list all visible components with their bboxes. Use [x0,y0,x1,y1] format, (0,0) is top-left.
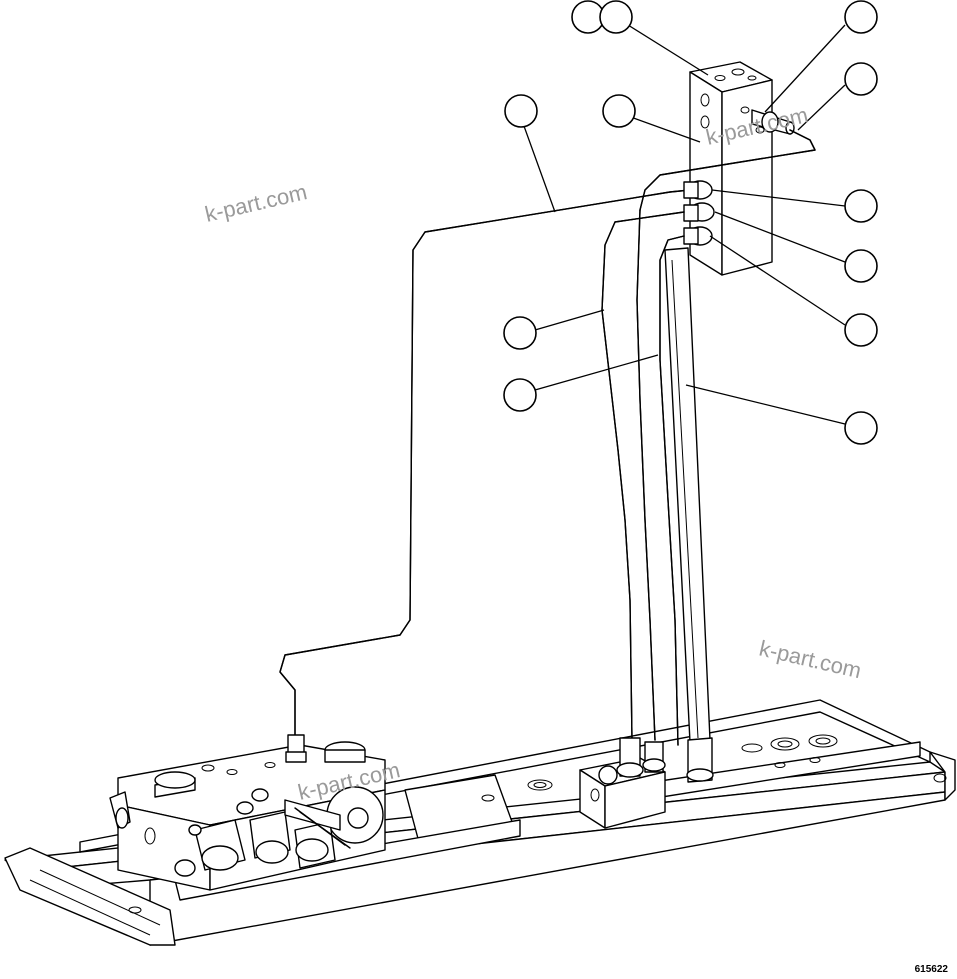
callout-3 [844,0,878,34]
lower-manifold-block [579,737,666,829]
vertical-hoses [601,209,714,783]
callout-12 [844,411,878,445]
callout-4 [844,62,878,96]
callout-11 [503,378,537,412]
watermark-text: k-part.com [203,179,310,227]
drawing-code: 615622 [915,964,949,975]
callout-bubbles [503,0,878,445]
callout-10 [503,316,537,350]
control-valve-bank [109,741,386,891]
top-manifold-block [639,61,816,276]
watermark-text: k-part.com [757,636,864,684]
callout-8 [844,249,878,283]
callout-7 [844,189,878,223]
leader-lines [519,19,846,425]
callout-9 [844,313,878,347]
steel-line-long [279,189,691,763]
callout-5 [504,94,538,128]
callout-2 [599,0,633,34]
callout-6 [602,94,636,128]
